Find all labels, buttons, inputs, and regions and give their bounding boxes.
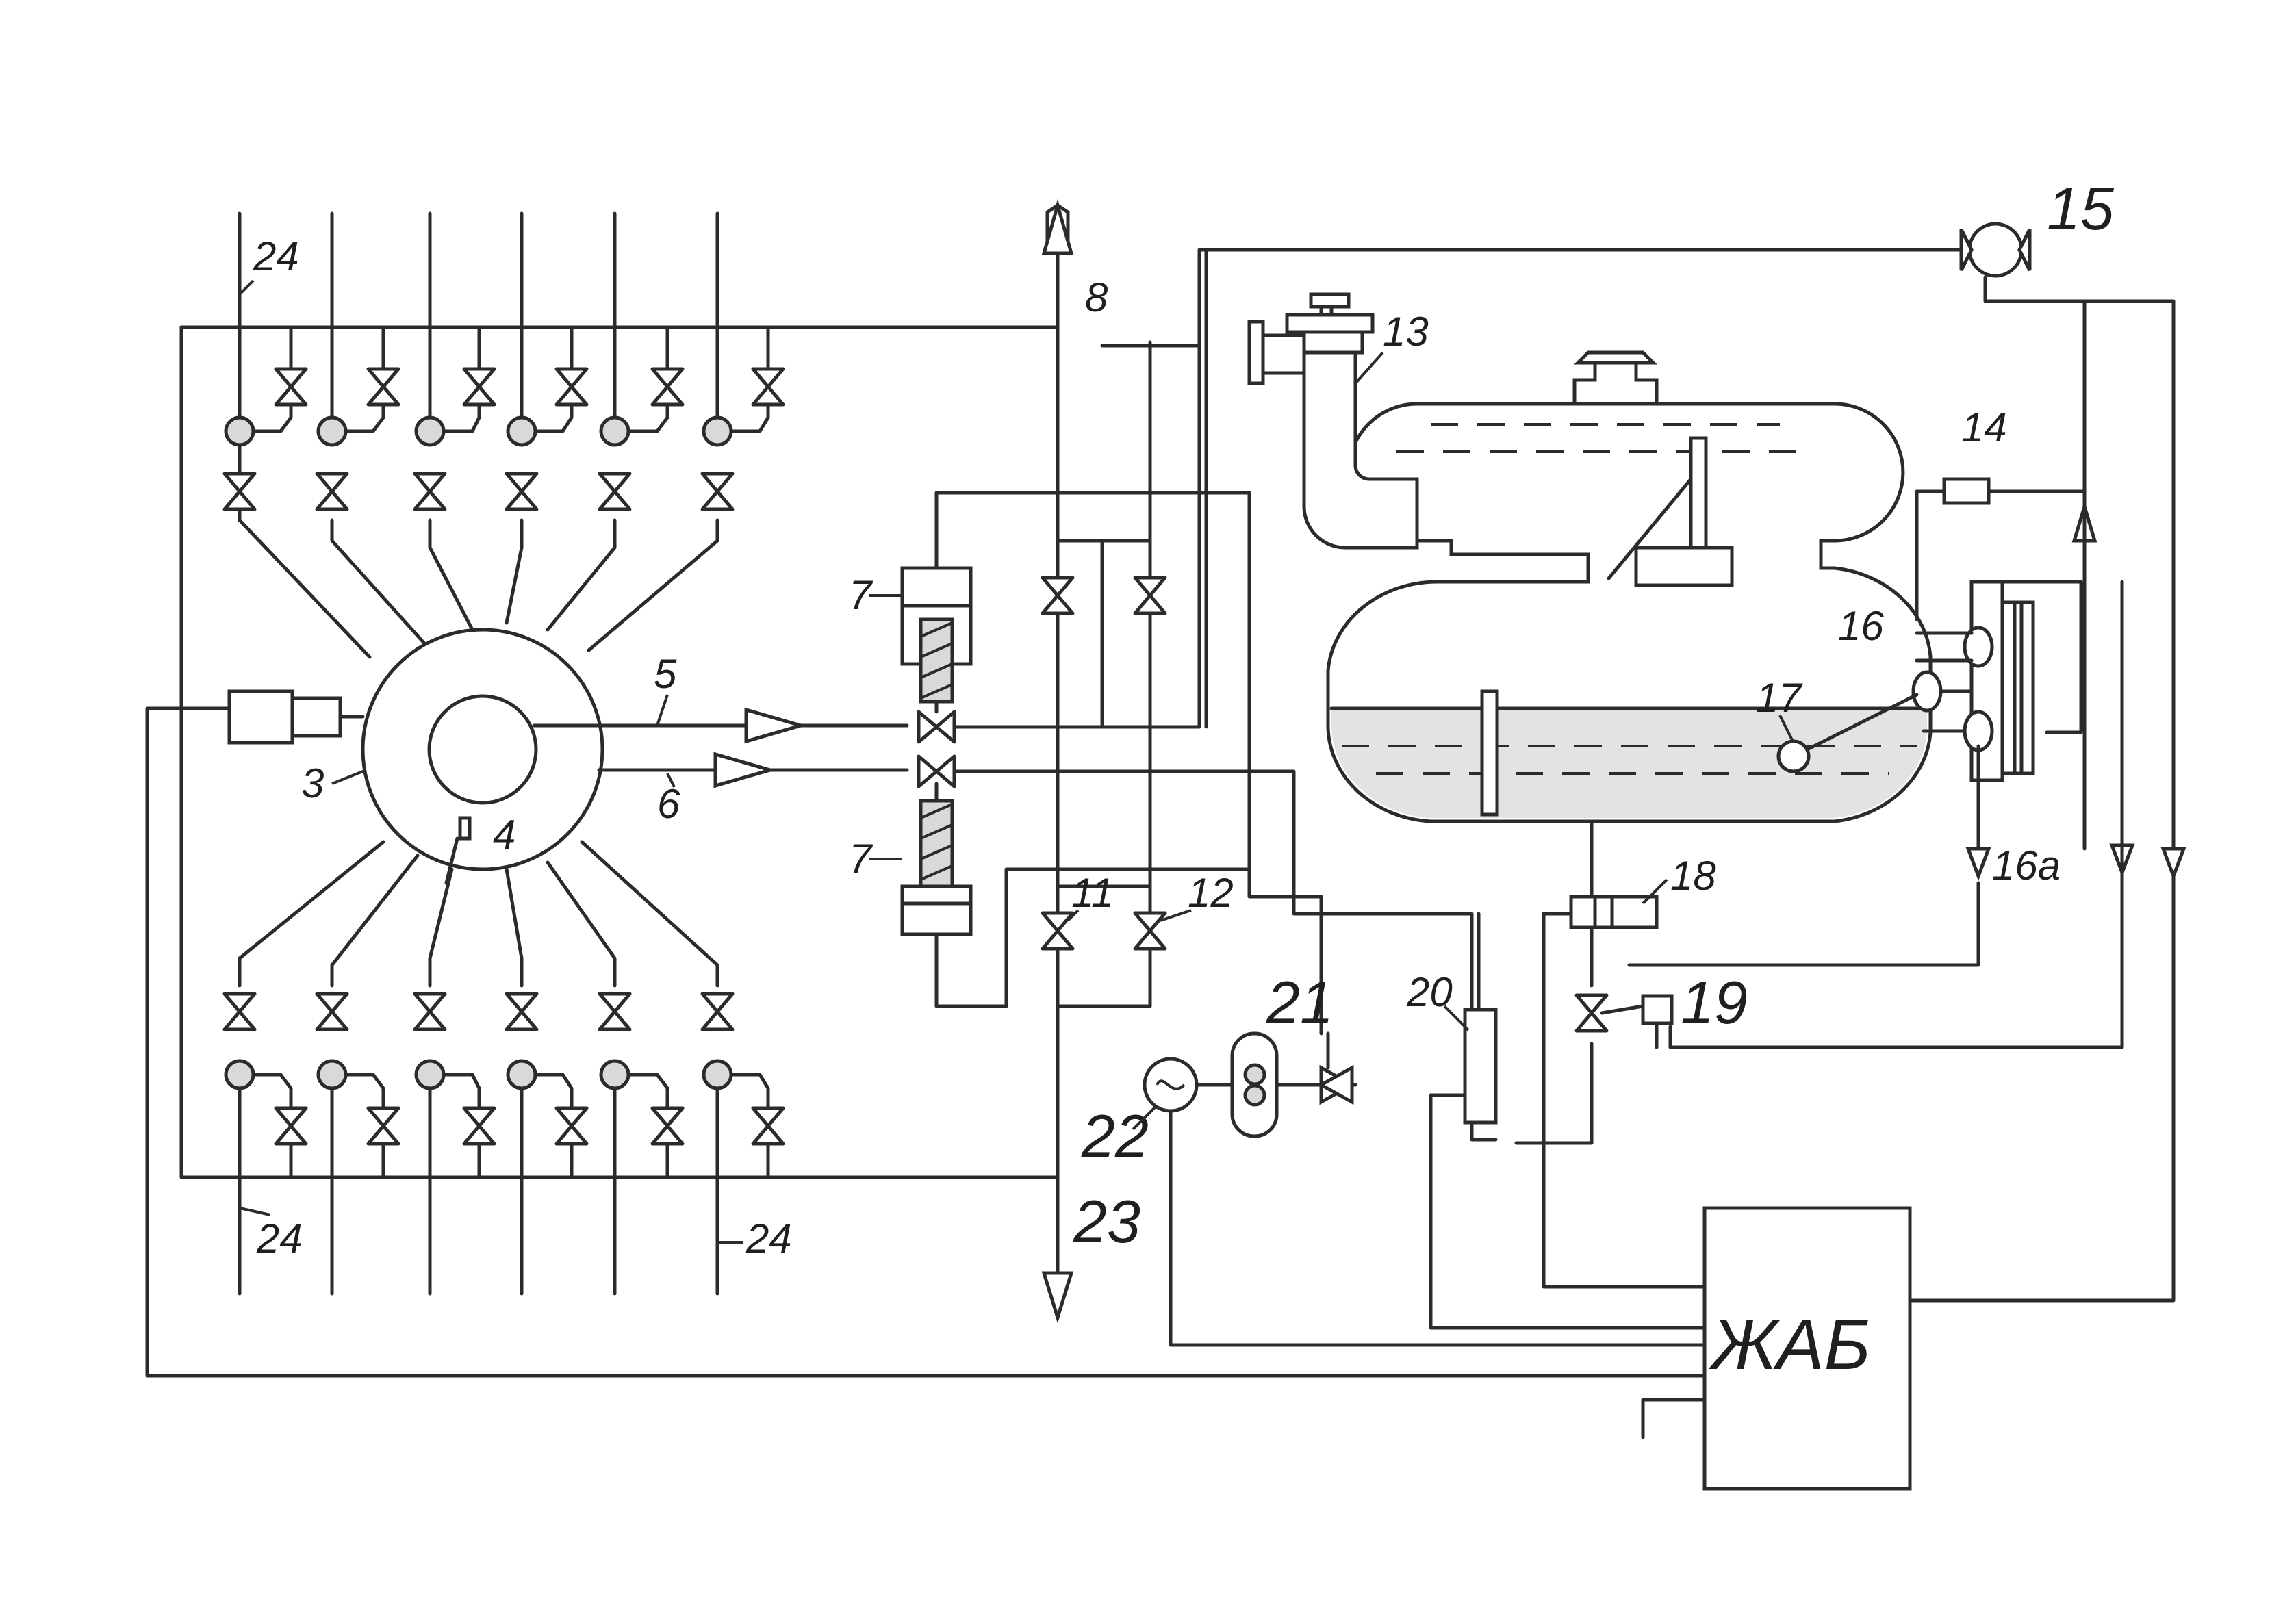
label-23: 23 [1073, 1188, 1140, 1255]
label-24-bottom-right: 24 [745, 1216, 792, 1261]
label-5: 5 [654, 651, 677, 697]
label-8: 8 [1085, 274, 1108, 320]
label-4: 4 [493, 812, 515, 858]
label-22: 22 [1081, 1102, 1149, 1170]
label-17: 17 [1756, 675, 1803, 721]
label-18: 18 [1670, 853, 1716, 899]
leader-18 [1642, 878, 1668, 905]
leader-3 [331, 769, 367, 785]
lower-valves[interactable] [225, 994, 783, 1144]
actuator-lines [934, 248, 1974, 1142]
main-vertical-line [1041, 198, 1074, 1324]
manifold-frame [179, 325, 1060, 1179]
leader-12 [1160, 909, 1192, 922]
leader-13 [1354, 351, 1384, 385]
upper-actuator[interactable] [900, 566, 973, 714]
upper-well-lines [238, 211, 719, 659]
lower-junctions [224, 1059, 733, 1090]
label-21: 21 [1266, 969, 1334, 1036]
meter-21-22[interactable] [1143, 1031, 1707, 1347]
label-19: 19 [1681, 969, 1748, 1036]
leader-24-top [238, 279, 255, 296]
manifold-drive[interactable] [145, 689, 1707, 1378]
label-6: 6 [657, 781, 680, 827]
label-24-top: 24 [253, 233, 299, 279]
leader-6 [666, 773, 676, 788]
control-unit-label: ЖАБ [1708, 1305, 1870, 1385]
control-unit[interactable] [1641, 874, 2176, 1491]
upper-valves[interactable] [225, 369, 783, 509]
separator-vessel [1326, 350, 1933, 823]
inlet-13[interactable] [1247, 292, 1419, 550]
rotary-manifold [361, 628, 604, 885]
leader-17 [1778, 715, 1795, 743]
actuator-valves[interactable] [919, 712, 954, 786]
level-gauge-16[interactable] [1911, 580, 2083, 882]
lower-well-lines [238, 840, 719, 1296]
label-24-bottom-left: 24 [256, 1216, 303, 1261]
label-15: 15 [2047, 175, 2115, 242]
outlet-valve-18-19[interactable] [1514, 819, 1980, 1289]
label-16a: 16a [1992, 843, 2061, 888]
line-5-6 [532, 707, 909, 788]
pump-15[interactable] [1204, 222, 2186, 882]
label-16: 16 [1838, 603, 1884, 649]
bypass-loop [1056, 340, 1201, 1008]
sensor-14[interactable] [1668, 299, 2135, 1049]
leader-24-bl [239, 1207, 271, 1216]
label-11: 11 [1071, 870, 1114, 916]
label-12: 12 [1188, 870, 1234, 916]
sensor-20[interactable] [1429, 912, 1707, 1330]
leader-11 [1067, 909, 1080, 922]
upper-junctions [224, 415, 733, 447]
label-14: 14 [1961, 405, 2007, 450]
leader-22 [1132, 1104, 1158, 1131]
lower-actuator[interactable] [900, 782, 973, 936]
label-13: 13 [1383, 309, 1429, 355]
leader-20 [1443, 1005, 1470, 1031]
label-3: 3 [301, 760, 324, 806]
leader-5 [656, 694, 669, 726]
